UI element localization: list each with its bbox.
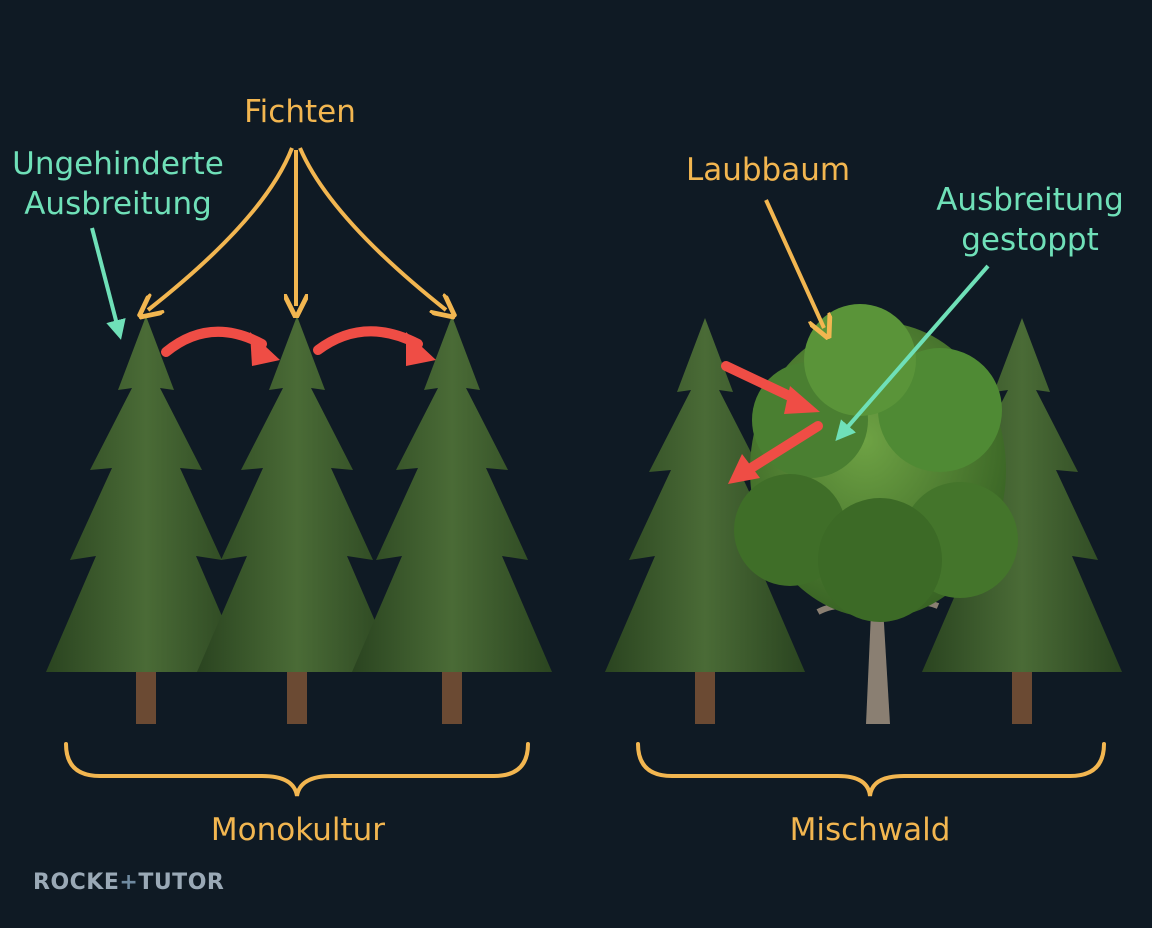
monokultur-brace: [64, 742, 530, 797]
label-ausbreitung-gestoppt: Ausbreitung gestoppt: [920, 180, 1140, 260]
spread-arrow-2: [313, 326, 436, 366]
label-laubbaum: Laubbaum: [685, 152, 851, 188]
spread-arrow-deflected: [728, 421, 823, 484]
fichten-arrow-right: [298, 147, 446, 310]
rocket-tutor-logo: ROCKE+TUTOR: [33, 870, 224, 895]
logo-plus-mark: +: [119, 870, 139, 895]
logo-text-right: TUTOR: [138, 870, 225, 895]
fichten-arrow-left: [148, 147, 294, 310]
label-monokultur: Monokultur: [210, 812, 386, 848]
laubbaum-arrow: [764, 199, 824, 328]
label-gestoppt-line1: Ausbreitung: [936, 182, 1124, 218]
spruce-tree-3: [352, 316, 552, 724]
gestoppt-arrow: [835, 264, 990, 442]
label-gestoppt-line2: gestoppt: [961, 222, 1099, 258]
mischwald-brace: [636, 742, 1106, 797]
spread-arrow-1: [161, 326, 280, 366]
spread-arrow-toward-deciduous: [721, 361, 820, 414]
label-ungehinderte-ausbreitung: Ungehinderte Ausbreitung: [0, 144, 236, 224]
spruce-tree-2: [197, 316, 397, 724]
label-ungehinderte-line1: Ungehinderte: [12, 146, 224, 182]
spruce-tree-left-mixed: [605, 318, 805, 724]
logo-text-left: ROCKE: [33, 870, 120, 895]
spruce-tree-1: [46, 316, 246, 724]
label-mischwald: Mischwald: [789, 812, 951, 848]
label-ungehinderte-line2: Ausbreitung: [24, 186, 212, 222]
label-fichten: Fichten: [244, 94, 356, 130]
ungehindert-arrow: [90, 227, 126, 340]
